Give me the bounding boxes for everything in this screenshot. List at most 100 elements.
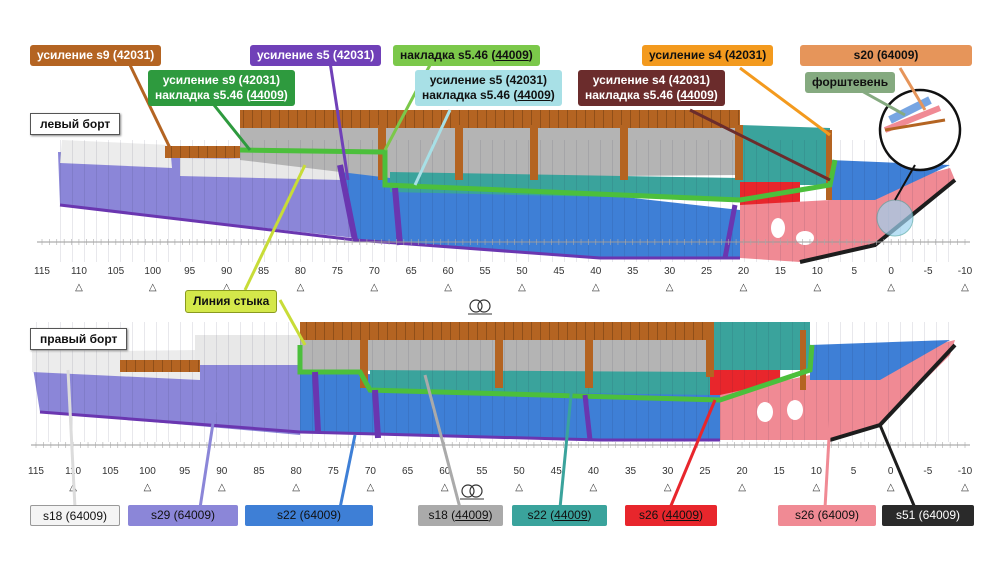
frame-tick-label: 15 <box>775 266 787 277</box>
frame-tick-label: 10 <box>811 466 823 477</box>
frame-tick-label: 95 <box>184 266 196 277</box>
frame-marker-triangle: △ <box>370 282 378 293</box>
frame-tick-label: 65 <box>406 266 418 277</box>
right-side-hull <box>32 322 957 442</box>
frame-tick-label: 35 <box>627 266 639 277</box>
label-s26-44009: s26 (44009) <box>625 505 717 526</box>
frame-tick-label: 40 <box>590 266 602 277</box>
frame-tick-label: 45 <box>551 466 563 477</box>
frame-tick-label: 15 <box>774 466 786 477</box>
frame-marker-triangle: △ <box>740 282 748 293</box>
label-s18-44009: s18 (44009) <box>418 505 503 526</box>
frame-marker-triangle: △ <box>144 482 152 493</box>
frame-tick-label: 60 <box>443 266 455 277</box>
label-s29: s29 (64009) <box>128 505 238 526</box>
frame-tick-label: 95 <box>179 466 191 477</box>
frame-tick-label: -5 <box>924 266 933 277</box>
frame-tick-label: 55 <box>476 466 488 477</box>
left-side-hull <box>58 88 962 264</box>
frame-marker-triangle: △ <box>218 482 226 493</box>
frame-tick-label: 20 <box>736 466 748 477</box>
joint-line-label: Линия стыка <box>185 290 278 313</box>
callout-s9-overlay-line2: накладка s5.46 (44009) <box>155 88 288 102</box>
frame-tick-label: 90 <box>221 266 233 277</box>
frame-marker-triangle: △ <box>592 282 600 293</box>
frame-tick-label: -5 <box>923 466 932 477</box>
frame-marker-triangle: △ <box>223 282 231 293</box>
frame-marker-triangle: △ <box>887 482 895 493</box>
frame-tick-label: 55 <box>479 266 491 277</box>
callout-s4-overlay: усиление s4 (42031) накладка s5.46 (4400… <box>578 70 725 106</box>
frame-tick-label: 80 <box>291 466 303 477</box>
frame-tick-label: 45 <box>553 266 565 277</box>
callout-s5: усиление s5 (42031) <box>250 45 382 66</box>
callout-s20: s20 (64009) <box>800 45 972 66</box>
frame-tick-label: 110 <box>71 266 87 277</box>
frame-tick-label: 85 <box>258 266 270 277</box>
callout-s5-overlay: усиление s5 (42031) накладка s5.46 (4400… <box>415 70 562 106</box>
right-side-label: правый борт <box>30 328 128 350</box>
frame-tick-label: 25 <box>701 266 713 277</box>
midship-symbol <box>460 484 484 500</box>
frame-marker-triangle: △ <box>441 482 449 493</box>
label-s26-64009: s26 (64009) <box>778 505 876 526</box>
callout-s9-overlay-line1: усиление s9 (42031) <box>162 73 280 87</box>
frame-tick-label: 90 <box>216 466 228 477</box>
frame-tick-label: 105 <box>107 266 124 277</box>
callout-s9-overlay: усиление s9 (42031) накладка s5.46 (4400… <box>148 70 295 106</box>
leader-lines <box>66 61 927 509</box>
frame-tick-label: 100 <box>139 466 156 477</box>
frame-tick-label: 85 <box>253 466 265 477</box>
callout-s4: усиление s4 (42031) <box>642 45 774 66</box>
frame-tick-label: 115 <box>28 466 44 477</box>
frame-tick-label: 10 <box>812 266 824 277</box>
label-s22-64009: s22 (64009) <box>245 505 373 526</box>
frame-tick-label: 50 <box>514 466 526 477</box>
frame-marker-triangle: △ <box>813 482 821 493</box>
frame-tick-label: 35 <box>625 466 637 477</box>
callout-s4-overlay-line1: усиление s4 (42031) <box>592 73 710 87</box>
frame-marker-triangle: △ <box>75 282 83 293</box>
frame-tick-label: 65 <box>402 466 414 477</box>
frame-marker-triangle: △ <box>961 282 969 293</box>
frame-tick-label: -10 <box>958 466 973 477</box>
top-green-overlay <box>239 147 838 203</box>
frame-marker-triangle: △ <box>738 482 746 493</box>
label-s22-44009: s22 (44009) <box>512 505 607 526</box>
frame-marker-triangle: △ <box>297 282 305 293</box>
frame-tick-label: 0 <box>888 466 894 477</box>
frame-tick-label: 40 <box>588 466 600 477</box>
frame-marker-triangle: △ <box>292 482 300 493</box>
label-s18-64009: s18 (64009) <box>30 505 120 526</box>
callout-s9: усиление s9 (42031) <box>30 45 162 66</box>
frame-tick-label: 5 <box>851 266 857 277</box>
callout-s5-overlay-line1: усиление s5 (42031) <box>429 73 547 87</box>
callout-s4-overlay-line2: накладка s5.46 (44009) <box>585 88 718 102</box>
frame-marker-triangle: △ <box>664 482 672 493</box>
frame-tick-label: 100 <box>144 266 161 277</box>
frame-tick-label: 0 <box>888 266 894 277</box>
top-brown-deck <box>240 110 740 128</box>
frame-marker-triangle: △ <box>666 282 674 293</box>
frame-tick-label: 20 <box>738 266 750 277</box>
bot-green-overlay <box>297 344 815 403</box>
frame-tick-label: 105 <box>102 466 119 477</box>
callout-s5-overlay-line2: накладка s5.46 (44009) <box>422 88 555 102</box>
frame-tick-label: -10 <box>958 266 973 277</box>
frame-tick-label: 5 <box>851 466 857 477</box>
frame-marker-triangle: △ <box>149 282 157 293</box>
label-s51: s51 (64009) <box>882 505 974 526</box>
frame-tick-label: 30 <box>664 266 676 277</box>
frame-marker-triangle: △ <box>887 282 895 293</box>
frame-tick-label: 50 <box>516 266 528 277</box>
callout-overlay: накладка s5.46 (44009) <box>393 45 540 66</box>
frame-marker-triangle: △ <box>444 282 452 293</box>
frame-tick-label: 30 <box>662 466 674 477</box>
frame-tick-label: 70 <box>369 266 381 277</box>
frame-marker-triangle: △ <box>590 482 598 493</box>
frame-tick-label: 80 <box>295 266 307 277</box>
frame-marker-triangle: △ <box>367 482 375 493</box>
